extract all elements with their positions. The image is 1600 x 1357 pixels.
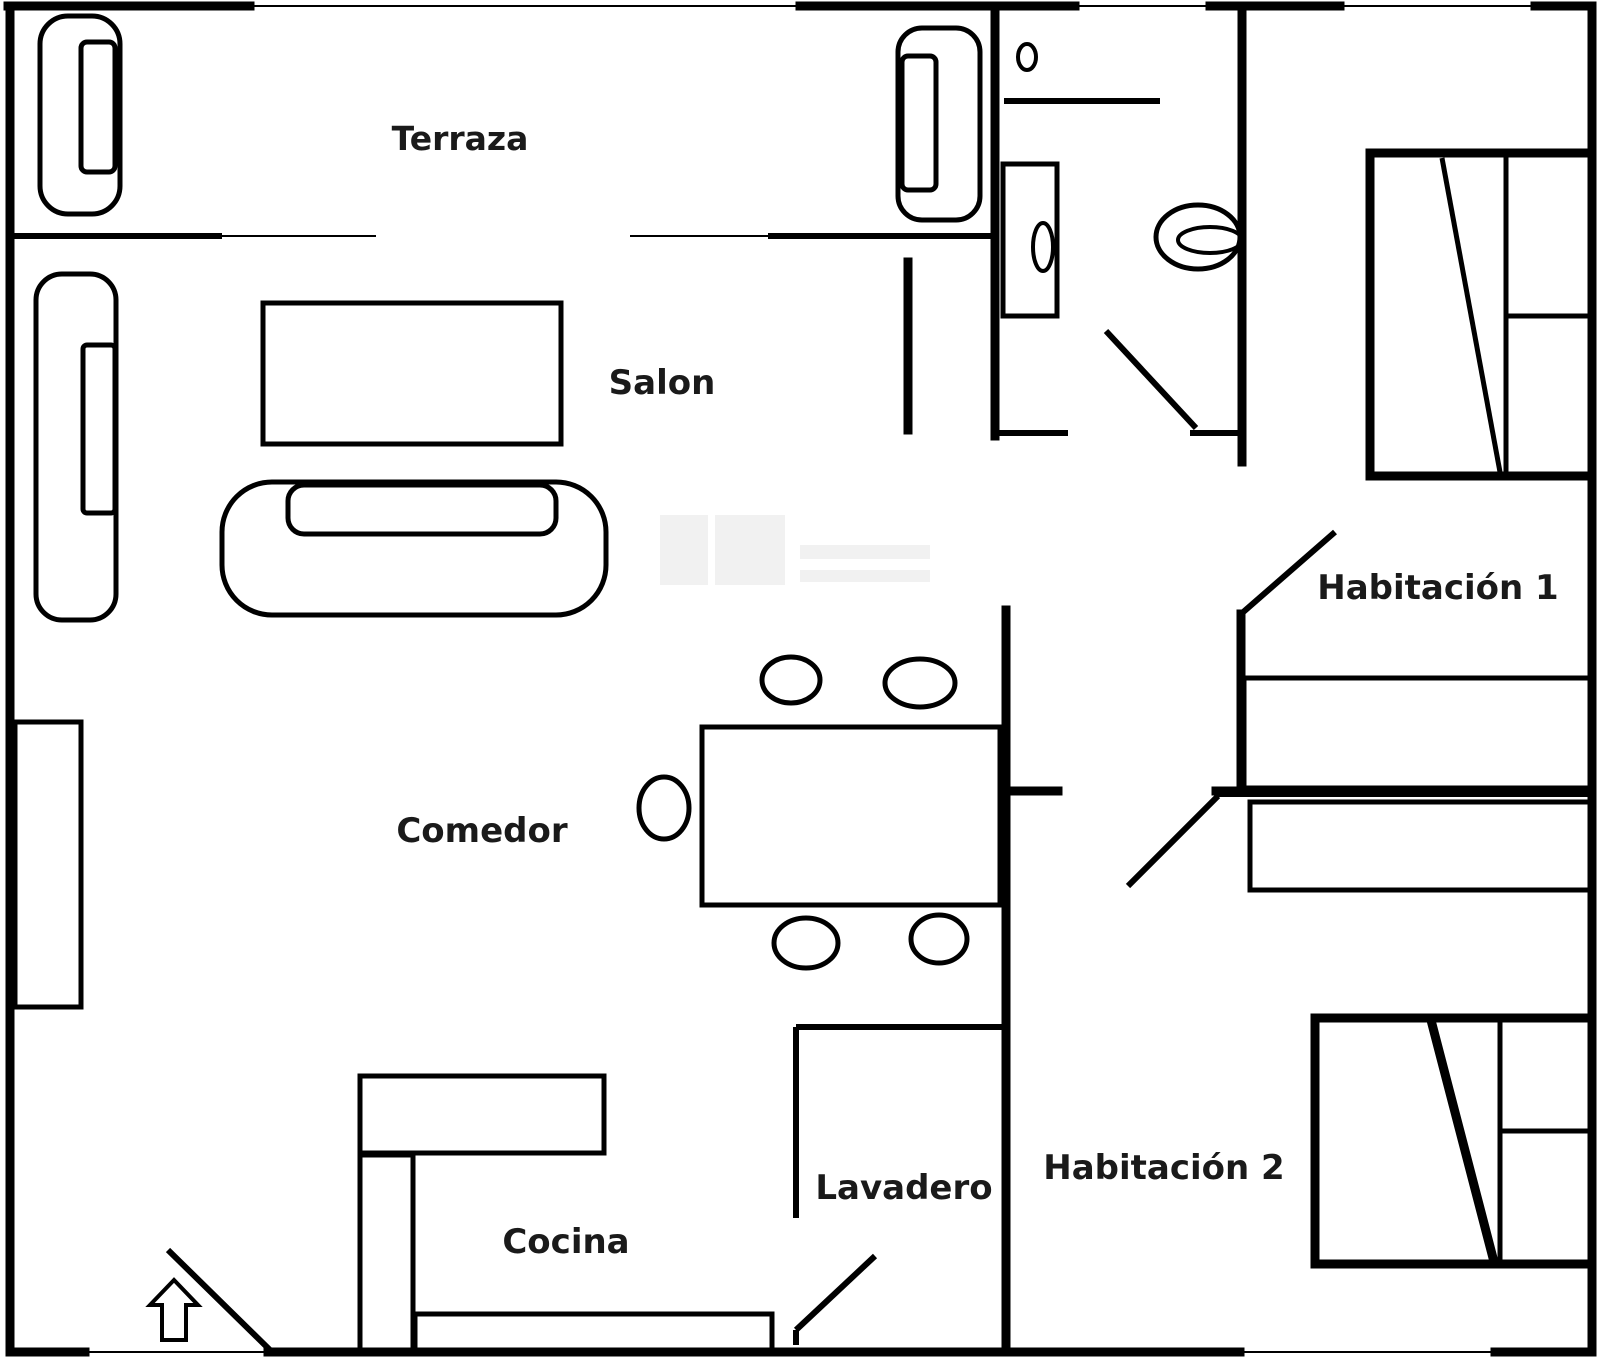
tv-stand — [260, 300, 564, 447]
toilet-icon — [1153, 202, 1244, 272]
label-terraza: Terraza — [392, 119, 529, 158]
wardrobe-2 — [1310, 1013, 1597, 1269]
kitchen-furniture — [357, 1073, 775, 1355]
label-habitacion-1: Habitación 1 — [1317, 568, 1558, 608]
label-comedor: Comedor — [396, 811, 567, 851]
chair — [759, 654, 823, 706]
bathroom-tap-icon — [1016, 42, 1038, 72]
room-labels: Terraza Salon Comedor Cocina Lavadero Ha… — [392, 119, 1559, 1262]
label-habitacion-2: Habitación 2 — [1043, 1148, 1284, 1188]
bed-2 — [1247, 799, 1595, 893]
arrow-up-icon — [145, 1277, 203, 1342]
watermark — [660, 515, 930, 585]
bedroom-2-furniture — [1247, 799, 1597, 1269]
sofa-main — [219, 479, 609, 618]
wardrobe-1 — [1365, 148, 1597, 481]
chair — [771, 915, 841, 971]
chair — [636, 774, 692, 842]
label-lavadero: Lavadero — [815, 1168, 992, 1208]
bedroom-1-furniture — [1241, 148, 1597, 791]
chair — [908, 912, 970, 966]
dining-furniture — [12, 654, 1003, 1010]
sideboard — [12, 719, 84, 1010]
bathroom-sink — [1000, 161, 1060, 319]
kitchen-counter-top — [357, 1073, 607, 1156]
chair — [882, 656, 958, 710]
salon-furniture — [33, 271, 609, 623]
kitchen-counter-side — [357, 1152, 416, 1355]
bathroom-fixtures — [1000, 42, 1244, 319]
dining-table — [699, 724, 1003, 908]
sofa-left — [33, 271, 119, 623]
kitchen-counter-bottom — [412, 1311, 775, 1355]
terrace-furniture — [37, 13, 983, 223]
label-cocina: Cocina — [502, 1222, 629, 1262]
bed-1 — [1241, 675, 1595, 791]
label-salon: Salon — [609, 363, 716, 403]
